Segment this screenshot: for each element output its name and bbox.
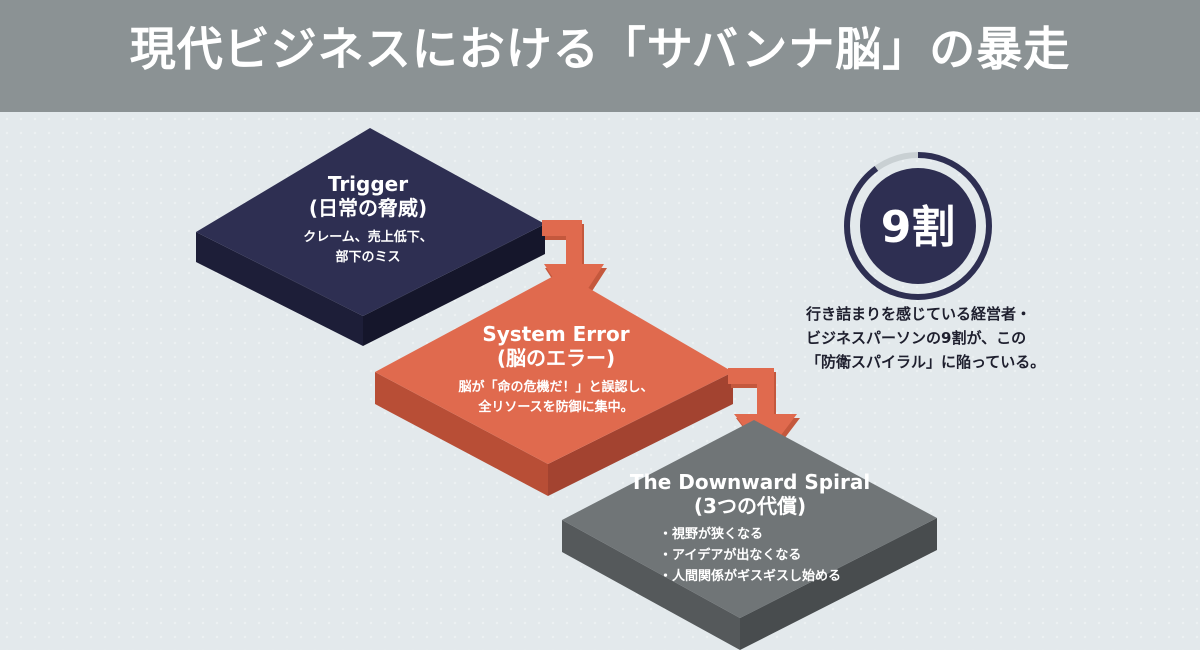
step-trigger-top xyxy=(196,128,545,316)
step-spiral-bullet: 視野が狭くなる xyxy=(659,524,841,545)
step-error-block xyxy=(375,272,733,496)
stat-ring-inner xyxy=(860,168,976,284)
stat-value: 9割 xyxy=(881,202,956,253)
step-error-label: System Error (脳のエラー) 脳が「命の危機だ！」と誤認し、 全リソ… xyxy=(458,322,653,418)
step-error-desc-line-1: 脳が「命の危機だ！」と誤認し、 xyxy=(458,380,654,395)
arrow-2 xyxy=(728,368,797,455)
step-spiral-label: The Downward Spiral (3つの代償) 視野が狭くなる アイデア… xyxy=(630,470,870,587)
header-bar: 現代ビジネスにおける「サバンナ脳」の暴走 xyxy=(0,0,1200,112)
step-trigger-subtitle: (日常の脅威) xyxy=(308,196,428,220)
page-title: 現代ビジネスにおける「サバンナ脳」の暴走 xyxy=(129,22,1071,76)
stat-ring-progress xyxy=(844,152,992,300)
step-error-side-left xyxy=(375,372,548,496)
stat-description-line-2: ビジネスパーソンの9割が、この xyxy=(806,329,1027,347)
step-spiral-bullet: アイデアが出なくなる xyxy=(659,545,841,566)
step-trigger-side-left xyxy=(196,232,363,346)
step-spiral-side-left xyxy=(562,520,740,650)
step-trigger-desc-line-1: クレーム、売上低下、 xyxy=(303,230,433,245)
step-error-title: System Error xyxy=(482,322,630,346)
step-trigger-desc-line-2: 部下のミス xyxy=(335,250,401,265)
step-spiral-title: The Downward Spiral xyxy=(629,470,871,494)
step-spiral-subtitle: (3つの代償) xyxy=(693,494,807,518)
step-trigger-block xyxy=(196,128,545,346)
stat-ring: 9割 xyxy=(844,152,992,300)
step-trigger-label: Trigger (日常の脅威) クレーム、売上低下、 部下のミス xyxy=(303,172,433,268)
step-error-desc-line-2: 全リソースを防御に集中。 xyxy=(478,400,634,415)
step-spiral-bullet: 人間関係がギスギスし始める xyxy=(659,566,841,587)
step-error-top xyxy=(375,272,733,464)
stat-description-line-3: 「防衛スパイラル」に陥っている。 xyxy=(806,353,1046,371)
step-trigger-side-right xyxy=(363,224,545,346)
arrow-1 xyxy=(542,220,604,310)
step-spiral-bullet-list: 視野が狭くなる アイデアが出なくなる 人間関係がギスギスし始める xyxy=(659,524,841,587)
stat-description: 行き詰まりを感じている経営者・ ビジネスパーソンの9割が、この 「防衛スパイラル… xyxy=(806,302,1126,374)
step-error-subtitle: (脳のエラー) xyxy=(496,346,616,370)
arrow-trigger-to-error xyxy=(542,220,607,316)
step-spiral-top xyxy=(562,420,937,618)
step-trigger-title: Trigger xyxy=(327,172,409,196)
step-error-side-right xyxy=(548,372,733,496)
stat-description-line-1: 行き詰まりを感じている経営者・ xyxy=(806,305,1032,323)
